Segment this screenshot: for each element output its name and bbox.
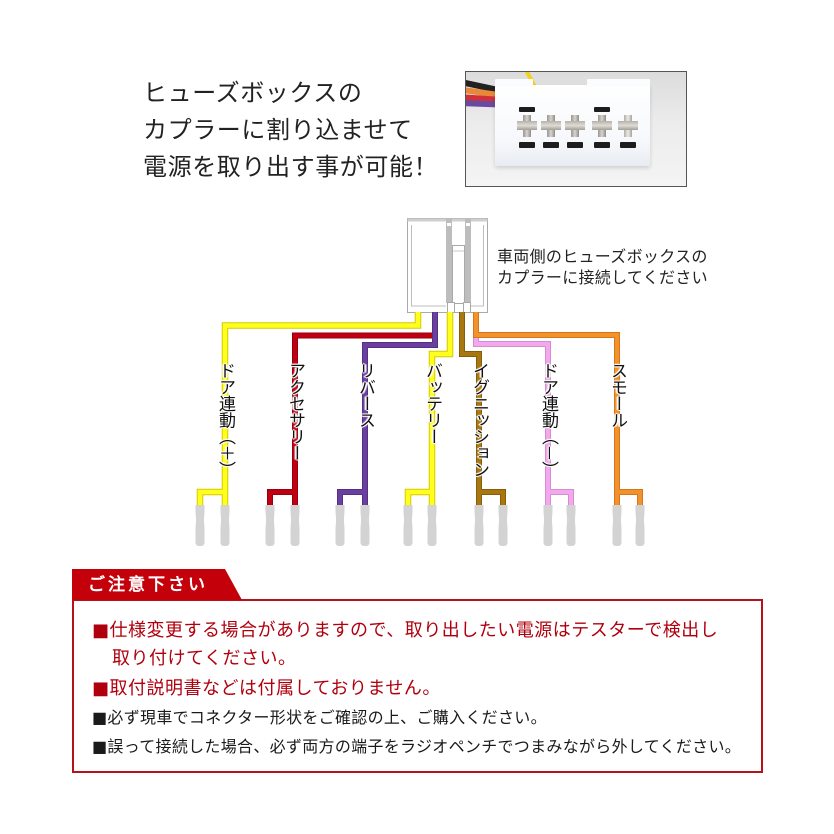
caution-box: ■仕様変更する場合がありますので、取り出したい電源はテスターで検出し 取り付けて… xyxy=(72,599,763,773)
terminal-reverse-a xyxy=(335,505,345,546)
caution-title: ご注意下さい xyxy=(88,575,208,595)
terminal-door-plus-b xyxy=(220,505,230,546)
wire-label-small-lamp: スモール xyxy=(607,362,627,428)
terminal-door-minus-a xyxy=(543,505,553,546)
connector-note-line-2: カプラーに接続してください xyxy=(497,268,708,287)
terminal-small-lamp-b xyxy=(635,505,645,546)
headline-line-1: ヒューズボックスの xyxy=(143,79,363,107)
terminal-accessory-a xyxy=(265,505,275,546)
coupler-body xyxy=(495,79,650,166)
caution-item-3: ■必ず現車でコネクター形状をご確認の上、ご購入ください。 xyxy=(92,708,547,727)
terminal-door-plus-a xyxy=(195,505,205,546)
wire-reverse xyxy=(337,312,438,505)
terminal-accessory-b xyxy=(290,505,300,546)
wire-label-door-minus: ドア連動（－） xyxy=(538,362,558,478)
terminal-door-minus-b xyxy=(566,505,576,546)
connector-note-line-1: 車両側のヒューズボックスの xyxy=(497,247,708,266)
coupler-photo xyxy=(465,71,687,187)
caution-header-tab: ご注意下さい xyxy=(72,569,242,600)
wire-door-minus xyxy=(473,335,574,505)
caution-item-1: ■仕様変更する場合がありますので、取り出したい電源はテスターで検出し xyxy=(92,620,719,641)
terminal-ignition-a xyxy=(474,505,484,546)
coupler-latch-right xyxy=(587,79,650,87)
wire-ignition xyxy=(459,312,506,505)
headline-line-2: カプラーに割り込ませて xyxy=(143,116,413,144)
coupler-terminal-1 xyxy=(517,107,537,149)
wire-battery xyxy=(404,312,454,505)
wire-label-door-plus: ドア連動（＋） xyxy=(215,362,235,478)
headline-line-3: 電源を取り出す事が可能！ xyxy=(143,153,439,181)
caution-item-1-continued: 取り付けてください。 xyxy=(112,648,297,669)
wire-label-accessory: アクセサリー xyxy=(285,362,305,461)
terminal-small-lamp-a xyxy=(612,505,622,546)
coupler-terminal-2 xyxy=(541,107,561,149)
wire-small-lamp xyxy=(473,312,643,505)
wire-accessory xyxy=(267,332,435,505)
wire-label-reverse: リバース xyxy=(355,362,375,428)
coupler-terminal-3 xyxy=(565,107,585,149)
terminal-reverse-b xyxy=(360,505,370,546)
wire-label-ignition: イグニッション xyxy=(469,362,489,478)
coupler-latch-left xyxy=(495,79,533,87)
coupler-terminal-5 xyxy=(618,107,638,149)
caution-item-2: ■取付説明書などは付属しておりません。 xyxy=(92,678,441,699)
terminal-ignition-b xyxy=(498,505,508,546)
connector-housing xyxy=(407,218,488,313)
wire-door-plus xyxy=(196,312,422,505)
terminal-battery-b xyxy=(427,505,437,546)
wire-label-battery: バッテリー xyxy=(422,362,442,445)
caution-item-4: ■誤って接続した場合、必ず両方の端子をラジオペンチでつまみながら外してください。 xyxy=(92,737,742,756)
terminal-battery-a xyxy=(403,505,413,546)
coupler-terminal-4 xyxy=(592,107,612,149)
